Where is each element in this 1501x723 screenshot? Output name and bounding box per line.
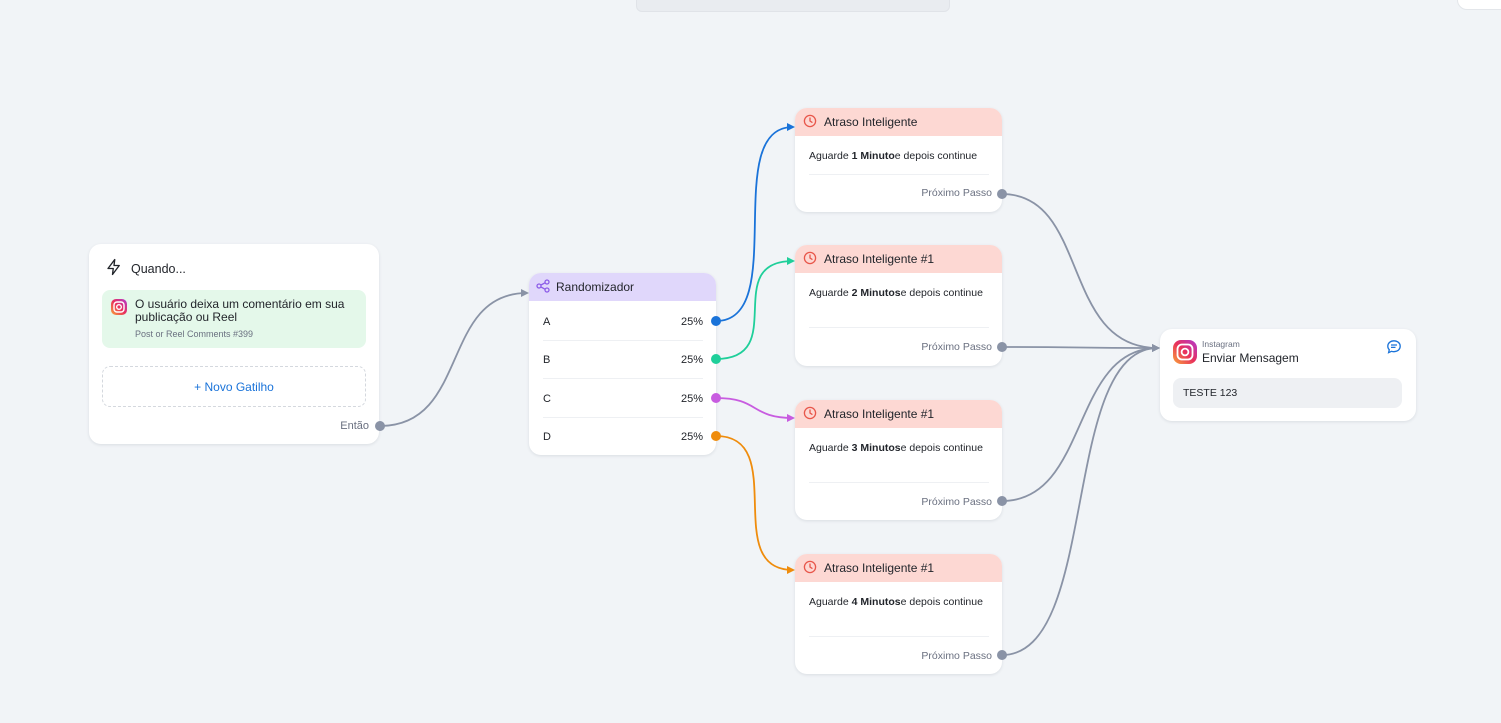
edge-delay-1-to-send	[1001, 193, 1160, 352]
new-trigger-button[interactable]: + Novo Gatilho	[102, 366, 366, 407]
delay-title: Atraso Inteligente #1	[824, 561, 935, 575]
divider	[809, 174, 989, 175]
trigger-header: Quando...	[105, 258, 186, 279]
next-step-label: Próximo Passo	[921, 187, 992, 199]
delay-header: Atraso Inteligente	[795, 108, 1002, 136]
clock-icon	[803, 406, 817, 423]
delay-description: Aguarde 4 Minutose depois continue	[809, 596, 983, 608]
message-preview[interactable]: TESTE 123	[1173, 378, 1402, 408]
delay-2-output-handle[interactable]	[997, 342, 1007, 352]
trigger-condition-text: O usuário deixa um comentário em sua pub…	[135, 297, 345, 324]
edge-delay-4-to-send	[1001, 344, 1160, 656]
delay-node-1[interactable]: Atraso Inteligente Aguarde 1 Minutoe dep…	[795, 108, 1002, 212]
randomizer-header: Randomizador	[529, 273, 716, 301]
instagram-icon	[1173, 340, 1197, 369]
edge-delay-3-to-send	[1001, 344, 1160, 502]
row-percent: 25%	[680, 392, 703, 405]
randomizer-b-handle[interactable]	[711, 354, 721, 364]
edge-trigger-to-randomizer	[379, 289, 529, 427]
clock-icon	[803, 251, 817, 268]
trigger-output-handle[interactable]	[375, 421, 385, 431]
top-toolbar	[636, 0, 950, 12]
row-label: A	[543, 315, 551, 328]
trigger-condition-subtext: Post or Reel Comments #399	[135, 329, 254, 339]
trigger-node[interactable]: Quando... O usuário deixa um comentário …	[89, 244, 379, 444]
delay-description: Aguarde 1 Minutoe depois continue	[809, 150, 978, 162]
row-label: D	[543, 431, 551, 443]
lightning-icon	[105, 258, 123, 279]
row-percent: 25%	[680, 431, 703, 443]
randomizer-row-b[interactable]: B 25%	[543, 341, 703, 379]
randomizer-d-handle[interactable]	[711, 431, 721, 441]
delay-4-output-handle[interactable]	[997, 650, 1007, 660]
delay-title: Atraso Inteligente	[824, 115, 918, 129]
randomizer-title: Randomizador	[556, 280, 635, 294]
row-label: B	[543, 353, 551, 366]
randomizer-row-c[interactable]: C 25%	[543, 380, 703, 418]
randomizer-a-handle[interactable]	[711, 316, 721, 326]
edge-delay-2-to-send	[1001, 343, 1160, 352]
chat-bubble-icon[interactable]	[1386, 339, 1402, 360]
share-icon	[536, 278, 550, 296]
edge-b-to-delay-2	[715, 257, 795, 360]
edge-c-to-delay-3	[715, 397, 795, 422]
trigger-footer-label: Então	[340, 420, 369, 432]
delay-title: Atraso Inteligente #1	[824, 407, 935, 421]
delay-1-output-handle[interactable]	[997, 189, 1007, 199]
delay-header: Atraso Inteligente #1	[795, 400, 1002, 428]
delay-description: Aguarde 3 Minutose depois continue	[809, 442, 983, 454]
delay-node-2[interactable]: Atraso Inteligente #1 Aguarde 2 Minutose…	[795, 245, 1002, 366]
row-percent: 25%	[680, 353, 703, 366]
delay-header: Atraso Inteligente #1	[795, 245, 1002, 273]
randomizer-c-handle[interactable]	[711, 393, 721, 403]
row-label: C	[543, 392, 551, 405]
randomizer-row-a[interactable]: A 25%	[543, 303, 703, 341]
delay-description: Aguarde 2 Minutose depois continue	[809, 287, 983, 299]
divider	[809, 327, 989, 328]
row-percent: 25%	[680, 315, 703, 328]
delay-node-3[interactable]: Atraso Inteligente #1 Aguarde 3 Minutose…	[795, 400, 1002, 520]
send-platform-label: Instagram	[1202, 339, 1240, 349]
delay-title: Atraso Inteligente #1	[824, 252, 935, 266]
send-message-node[interactable]: Instagram Enviar Mensagem TESTE 123	[1160, 329, 1416, 421]
next-step-label: Próximo Passo	[921, 650, 992, 662]
trigger-condition[interactable]: O usuário deixa um comentário em sua pub…	[102, 290, 366, 348]
next-step-label: Próximo Passo	[921, 341, 992, 353]
delay-node-4[interactable]: Atraso Inteligente #1 Aguarde 4 Minutose…	[795, 554, 1002, 674]
delay-3-output-handle[interactable]	[997, 496, 1007, 506]
divider	[809, 636, 989, 637]
instagram-icon	[111, 299, 127, 320]
randomizer-row-d[interactable]: D 25%	[543, 418, 703, 455]
randomizer-node[interactable]: Randomizador A 25% B 25% C 25% D 25%	[529, 273, 716, 455]
clock-icon	[803, 114, 817, 131]
edge-d-to-delay-4	[715, 435, 795, 574]
clock-icon	[803, 560, 817, 577]
top-right-panel	[1457, 0, 1501, 10]
divider	[809, 482, 989, 483]
send-title: Enviar Mensagem	[1202, 351, 1299, 365]
trigger-title: Quando...	[131, 261, 186, 276]
delay-header: Atraso Inteligente #1	[795, 554, 1002, 582]
next-step-label: Próximo Passo	[921, 496, 992, 508]
edge-a-to-delay-1	[715, 123, 795, 322]
